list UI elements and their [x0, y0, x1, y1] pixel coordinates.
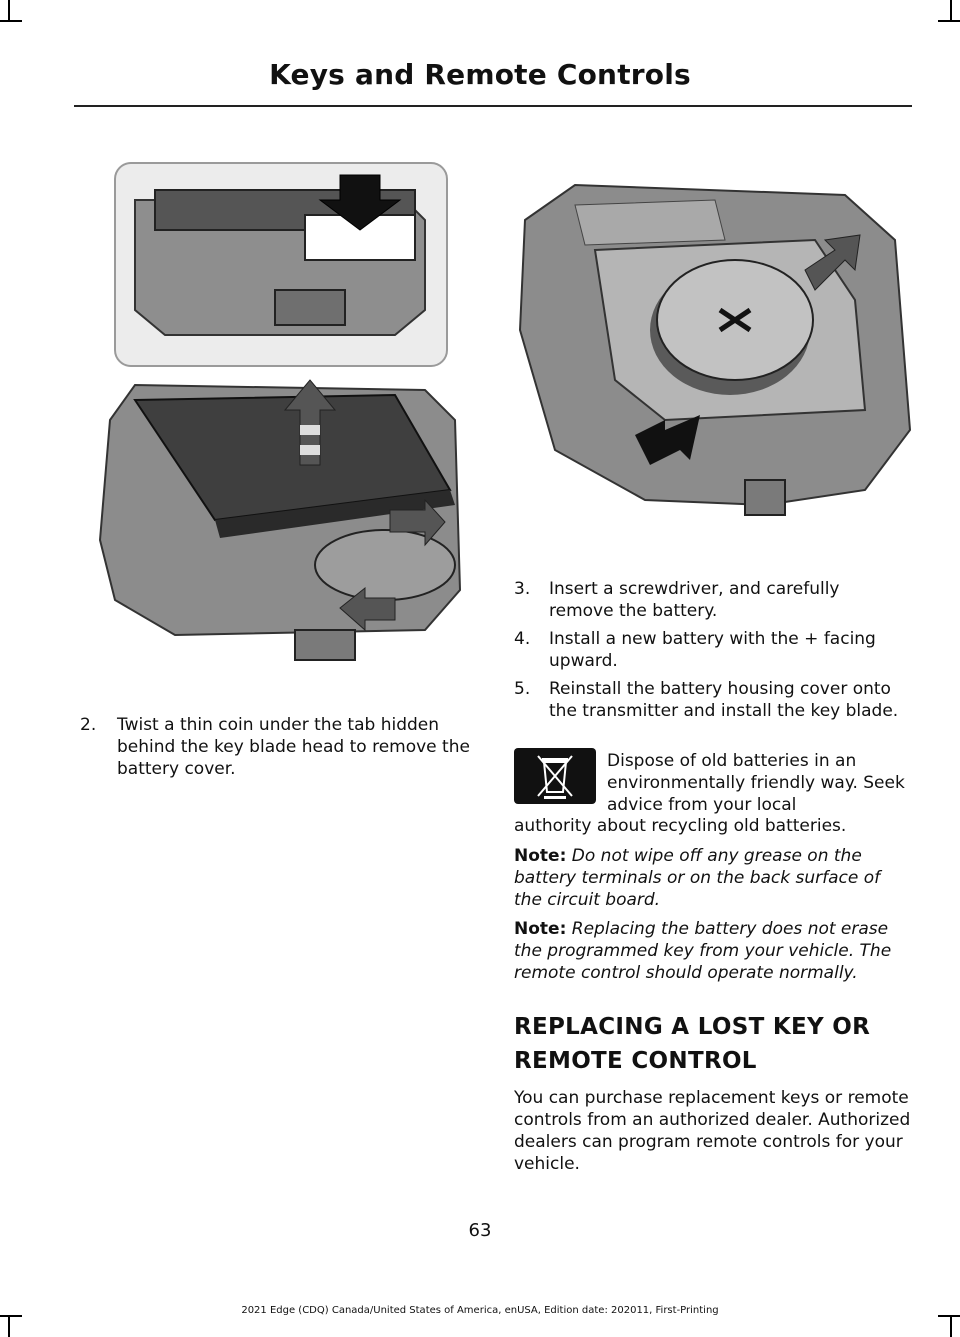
crop-mark [8, 1315, 10, 1337]
note-text: Replacing the battery does not erase the… [514, 919, 892, 983]
header-divider [74, 105, 912, 107]
note-label: Note: [514, 919, 567, 939]
step-5: 5. Reinstall the battery housing cover o… [514, 678, 909, 722]
crop-mark [950, 0, 952, 22]
figure-battery-removal [518, 183, 912, 516]
step-number: 3. [514, 579, 531, 599]
section-heading-line: REPLACING A LOST KEY OR [514, 1014, 871, 1040]
figure-battery-cover-removal [98, 162, 462, 661]
section-heading: REPLACING A LOST KEY OR REMOTE CONTROL [514, 1010, 914, 1078]
note-programmed-key: Note: Replacing the battery does not era… [514, 918, 909, 984]
page-title: Keys and Remote Controls [269, 58, 691, 91]
step-number: 5. [514, 679, 531, 699]
dispose-text: Dispose of old batteries in an environme… [607, 751, 905, 815]
step-number: 2. [80, 715, 97, 735]
recycle-bin-icon [514, 748, 596, 804]
step-4: 4. Install a new battery with the + faci… [514, 628, 909, 672]
note-grease: Note: Do not wipe off any grease on the … [514, 845, 909, 911]
page-number: 63 [468, 1220, 492, 1241]
step-number: 4. [514, 629, 531, 649]
page-footer: 2021 Edge (CDQ) Canada/United States of … [241, 1305, 719, 1316]
step-text: Insert a screwdriver, and carefully remo… [549, 579, 840, 621]
step-text: Twist a thin coin under the tab hidden b… [117, 715, 470, 779]
crop-mark [938, 1315, 960, 1317]
crop-mark [0, 1315, 22, 1317]
note-label: Note: [514, 846, 567, 866]
crop-mark [938, 20, 960, 22]
crop-mark [950, 1315, 952, 1337]
section-body: You can purchase replacement keys or rem… [514, 1088, 911, 1174]
crop-mark [0, 20, 22, 22]
note-text: Do not wipe off any grease on the batter… [514, 846, 881, 910]
step-2: 2. Twist a thin coin under the tab hidde… [80, 714, 470, 780]
step-3: 3. Insert a screwdriver, and carefully r… [514, 578, 909, 622]
step-text: Reinstall the battery housing cover onto… [549, 679, 899, 721]
crop-mark [8, 0, 10, 22]
dispose-text-tail: authority about recycling old batteries. [514, 816, 847, 836]
step-text: Install a new battery with the + facing … [549, 629, 876, 671]
section-heading-line: REMOTE CONTROL [514, 1048, 757, 1074]
